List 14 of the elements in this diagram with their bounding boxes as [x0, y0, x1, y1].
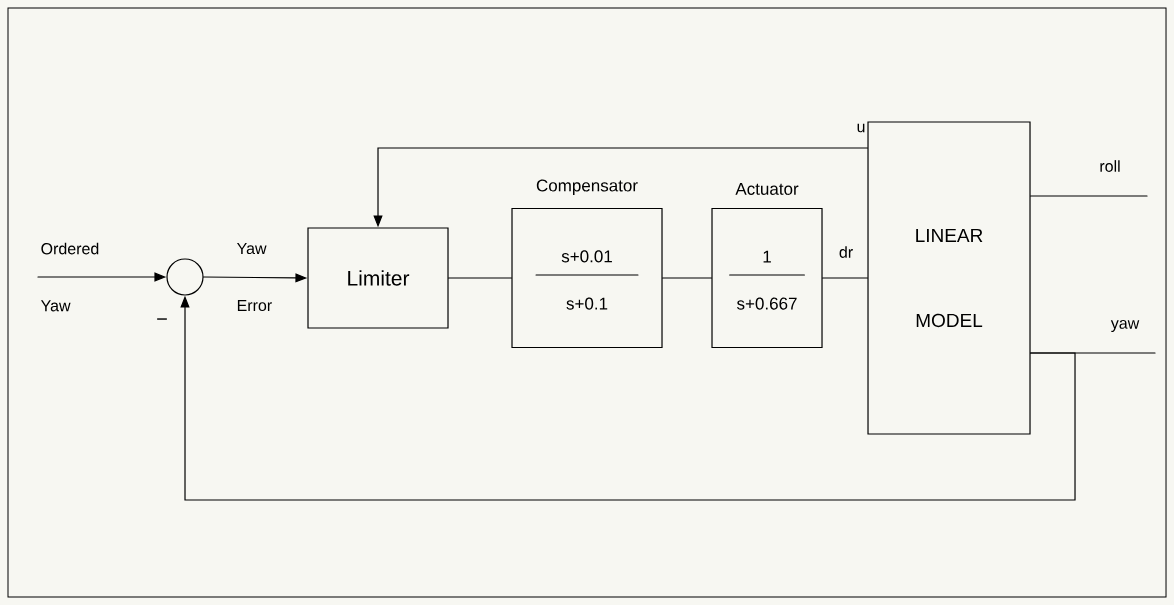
block-heading: Actuator [735, 183, 799, 195]
process-box: Limiter [307, 227, 449, 329]
summing-junction [166, 258, 204, 296]
signal-label: dr [839, 246, 853, 258]
minus-sign: − [157, 318, 167, 320]
signal-label: u [857, 123, 865, 133]
model-box: LINEAR MODEL [867, 121, 1031, 435]
signal-label: Yaw Error [236, 242, 272, 312]
signal-label: Ordered Yaw [40, 242, 99, 312]
transfer-function-box: s+0.01 s+0.1 [511, 207, 663, 349]
transfer-function-box: 1 s+0.667 [711, 207, 823, 349]
signal-label: yaw [1110, 320, 1140, 332]
block-heading: Compensator [536, 179, 638, 195]
signal-label: roll [1100, 160, 1120, 172]
